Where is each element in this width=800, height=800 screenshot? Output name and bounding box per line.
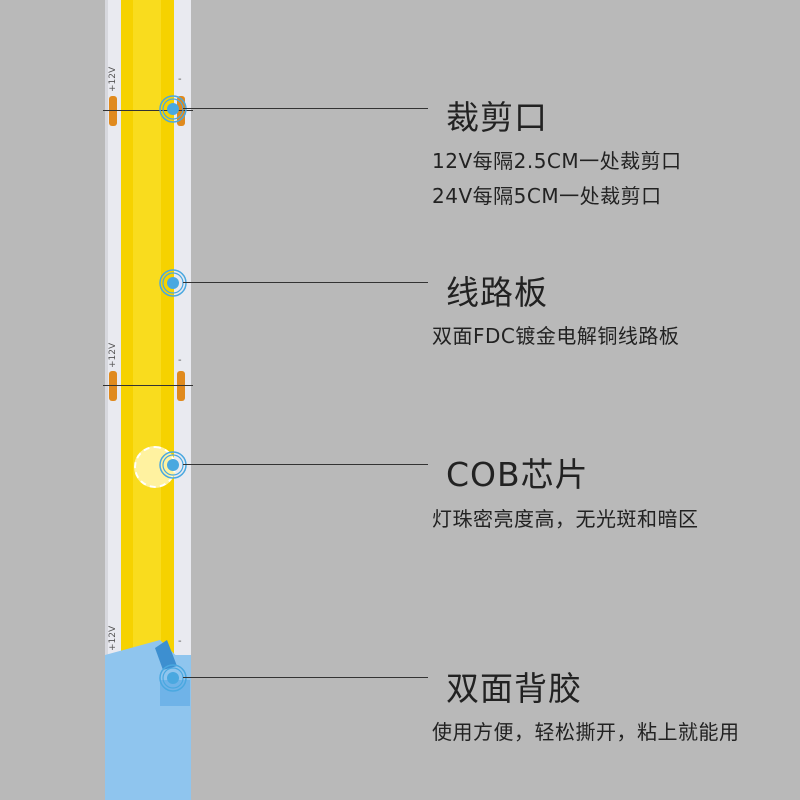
callout-desc: 24V每隔5CM一处裁剪口: [432, 184, 662, 208]
target-marker-icon: [159, 269, 187, 297]
tape-peel-corner: [105, 640, 191, 670]
cut-line-2: [103, 385, 193, 386]
minus-label: -: [178, 355, 182, 366]
callout-title-cob-chip: COB芯片: [446, 455, 589, 494]
callout-desc: 12V每隔2.5CM一处裁剪口: [432, 149, 682, 173]
strip-edge: [105, 0, 108, 800]
minus-label: -: [178, 636, 182, 647]
solder-pad-left-2: [109, 371, 117, 401]
target-marker-icon: [159, 95, 187, 123]
leader-line: [183, 108, 428, 109]
solder-pad-left-1: [109, 96, 117, 126]
target-marker-icon: [159, 451, 187, 479]
voltage-label: +12V: [108, 342, 118, 368]
callout-title-adhesive: 双面背胶: [446, 669, 582, 708]
target-marker-icon: [159, 664, 187, 692]
callout-title-circuit-board: 线路板: [446, 273, 548, 312]
callout-desc: 灯珠密亮度高，无光斑和暗区: [432, 507, 699, 531]
solder-pad-right-2: [177, 371, 185, 401]
voltage-label: +12V: [108, 66, 118, 92]
minus-label: -: [178, 74, 182, 85]
leader-line: [183, 677, 428, 678]
leader-line: [183, 282, 428, 283]
callout-desc: 使用方便，轻松撕开，粘上就能用: [432, 720, 740, 744]
callout-title-cut-point: 裁剪口: [446, 98, 548, 137]
leader-line: [183, 464, 428, 465]
cut-line-1: [103, 110, 193, 111]
solder-pad-right-1: [177, 96, 185, 126]
callout-desc: 双面FDC镀金电解铜线路板: [432, 324, 680, 348]
